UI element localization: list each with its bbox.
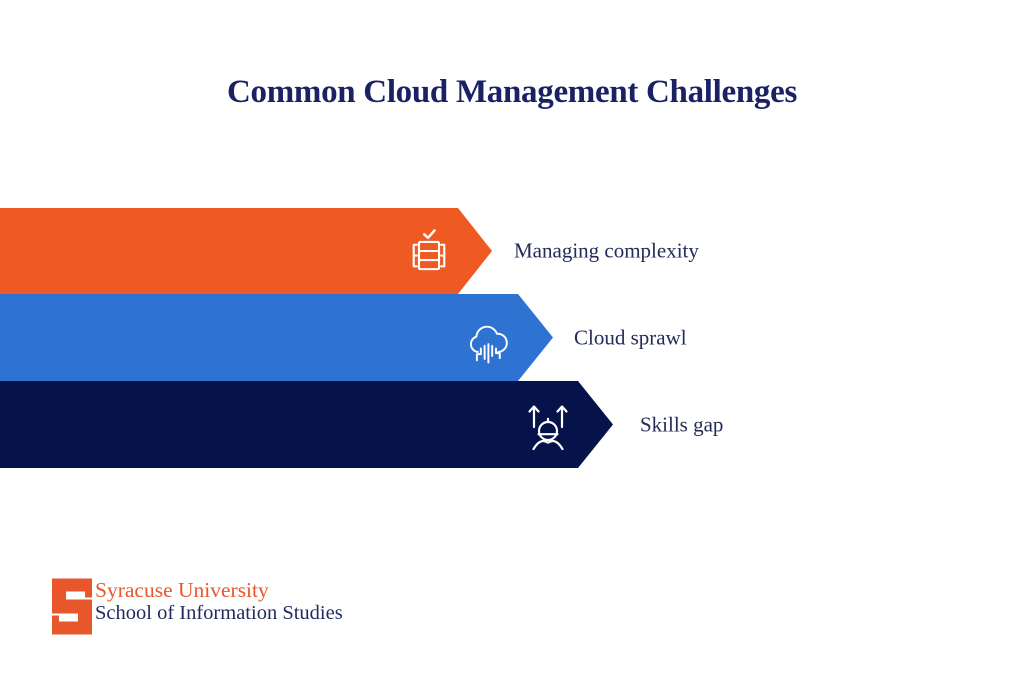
challenge-label: Cloud sprawl [574, 325, 687, 349]
arrow-banner-orange [0, 208, 492, 294]
challenge-row-managing-complexity: Managing complexity [0, 208, 1024, 294]
syracuse-block-s-icon [52, 578, 92, 635]
challenge-row-skills-gap: Skills gap [0, 381, 1024, 468]
challenge-label: Skills gap [640, 412, 724, 436]
logo-university-name: Syracuse University [95, 578, 269, 602]
cloud-circuit-icon [469, 325, 508, 364]
challenge-row-cloud-sprawl: Cloud sprawl [0, 294, 1024, 381]
challenge-label: Managing complexity [514, 238, 699, 263]
person-growth-icon [528, 405, 568, 451]
server-check-icon [412, 229, 446, 271]
arrow-banner-navy [0, 381, 613, 468]
arrow-banner-blue [0, 294, 553, 381]
page-title: Common Cloud Management Challenges [226, 74, 798, 110]
logo-school-name: School of Information Studies [95, 602, 343, 624]
